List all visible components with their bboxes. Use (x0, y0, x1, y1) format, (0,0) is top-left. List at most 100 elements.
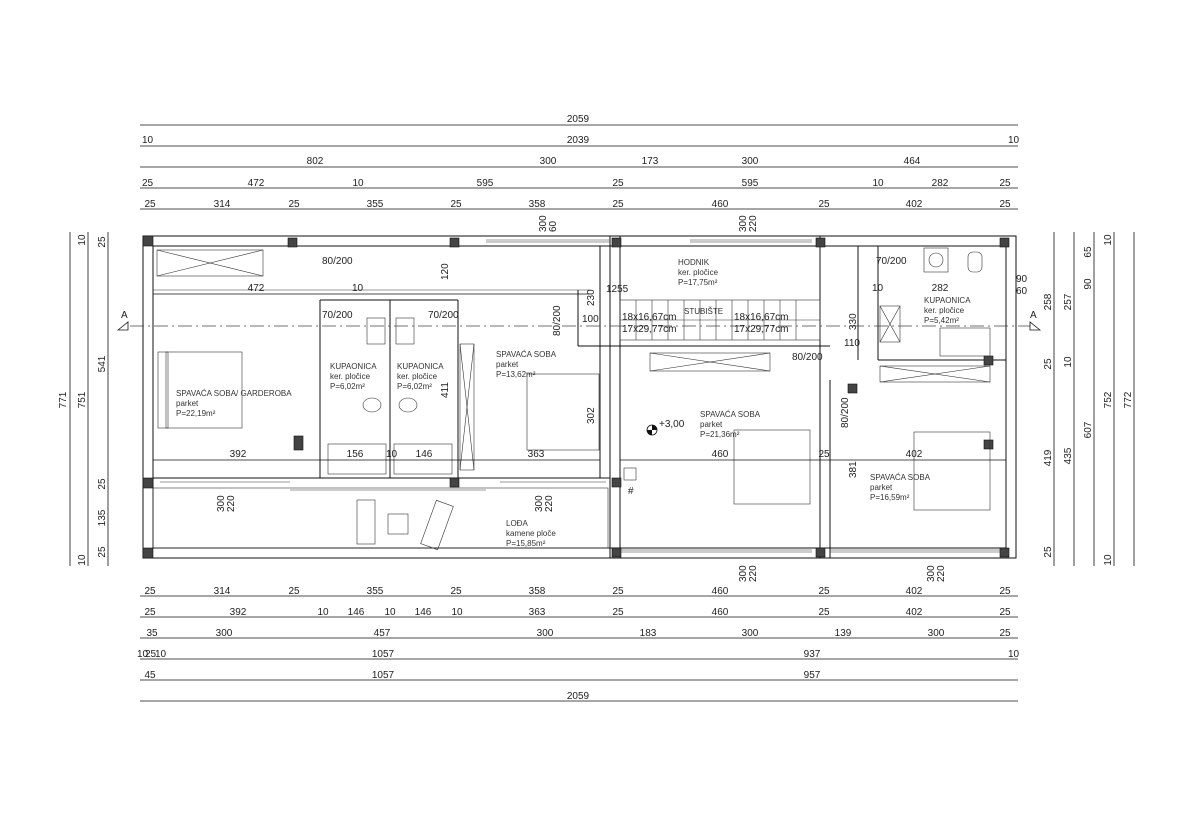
bot-dim-r1-1: 314 (214, 586, 231, 597)
inner-dim-3: 230 (586, 289, 597, 306)
right-dim-6: 257 (1063, 293, 1074, 310)
bot-dim-r1-8: 25 (818, 586, 830, 597)
top-dim-r5-7: 460 (712, 199, 729, 210)
left-dim-0: 771 (58, 391, 69, 408)
walls (142, 235, 1017, 559)
left-dim-6: 135 (97, 509, 108, 526)
door-2: 70/200 (428, 310, 459, 321)
room-0-floor: parket (176, 399, 199, 408)
bot-dim-r4-5: 10 (1008, 649, 1020, 660)
left-dim-2: 10 (77, 234, 88, 246)
right-dim-5: 258 (1043, 293, 1054, 310)
top-dim-r4-0: 25 (142, 178, 154, 189)
room-2-name: KUPAONICA (397, 362, 444, 371)
right-dim-0: 772 (1123, 391, 1134, 408)
top-dim-r5-1: 314 (214, 199, 231, 210)
bot-dim-r3-7: 300 (928, 628, 945, 639)
inner-dim-8: 392 (230, 449, 247, 460)
bot-dim-r5-2: 957 (804, 670, 821, 681)
columns (142, 235, 1010, 559)
top-dim-r5-5: 358 (529, 199, 546, 210)
inner-dim-20: 10 (872, 283, 884, 294)
right-dim-2: 10 (1103, 234, 1114, 246)
bot-dim-r3-1: 300 (216, 628, 233, 639)
stair-left-tread: 17x29,77cm (622, 324, 676, 335)
bot-dim-r3-6: 139 (835, 628, 852, 639)
top-dim-r5-0: 25 (144, 199, 156, 210)
room-2-area: P=6,02m² (397, 382, 432, 391)
left-dim-5: 25 (97, 478, 108, 490)
bot-dim-r3-2: 457 (374, 628, 391, 639)
top-dim-r2-2: 10 (1008, 135, 1020, 146)
top-dim-r3-3: 300 (742, 156, 759, 167)
win-mark-10: 300 (926, 565, 937, 582)
left-dim-3: 25 (97, 236, 108, 248)
bottom-dimensions: 25 314 25 355 25 358 25 460 25 402 25 25… (137, 586, 1020, 702)
bot-dim-r4-0: 10 (137, 649, 149, 660)
right-dim-3: 65 (1083, 246, 1094, 258)
room-0-name: SPAVAĆA SOBA/ GARDEROBA (176, 389, 292, 398)
bot-dim-r2-11: 402 (906, 607, 923, 618)
win-mark-11: 220 (936, 565, 947, 582)
room-4-area: P=17,75m² (678, 278, 718, 287)
top-dim-r5-8: 25 (818, 199, 830, 210)
inner-dim-12: 363 (528, 449, 545, 460)
left-dim-8: 10 (77, 554, 88, 566)
top-dim-r4-4: 25 (612, 178, 624, 189)
win-mark-5: 220 (226, 495, 237, 512)
room-9-name: LOĐA (506, 519, 528, 528)
level-mark-text: +3,00 (659, 419, 685, 430)
right-dim-1: 752 (1103, 391, 1114, 408)
room-1-area: P=6,02m² (330, 382, 365, 391)
inner-dim-7: 302 (586, 407, 597, 424)
stair-right-tread: 17x29,77cm (734, 324, 788, 335)
top-dim-r2-1: 2039 (567, 135, 590, 146)
bot-dim-r2-12: 25 (999, 607, 1011, 618)
room-2-floor: ker. pločice (397, 372, 438, 381)
right-dimensions: 772 752 10 65 90 258 257 25 10 607 419 4… (1043, 232, 1135, 566)
level-marker: +3,00 # (628, 419, 685, 497)
inner-dim-10: 10 (386, 449, 398, 460)
window-marks: 300 60 300 220 300 220 300 220 300 220 3… (216, 215, 1028, 582)
top-dim-r5-4: 25 (450, 199, 462, 210)
bot-dim-r3-4: 183 (640, 628, 657, 639)
bot-dim-r2-4: 10 (384, 607, 396, 618)
top-dim-r4-8: 25 (999, 178, 1011, 189)
bot-dim-r1-0: 25 (144, 586, 156, 597)
win-mark-7: 220 (544, 495, 555, 512)
bot-dim-r4-3: 1057 (372, 649, 395, 660)
door-0: 80/200 (322, 256, 353, 267)
inner-dim-14: 25 (818, 449, 830, 460)
bot-dim-r1-5: 358 (529, 586, 546, 597)
bot-dim-r6-0: 2059 (567, 691, 590, 702)
top-dim-r4-3: 595 (477, 178, 494, 189)
bot-dim-r4-2: 10 (155, 649, 167, 660)
bot-dim-r1-4: 25 (450, 586, 462, 597)
room-6-name: SPAVAĆA SOBA (700, 410, 761, 419)
top-dim-r5-3: 355 (367, 199, 384, 210)
bot-dim-r1-2: 25 (288, 586, 300, 597)
top-dim-r3-1: 300 (540, 156, 557, 167)
bot-dim-r5-1: 1057 (372, 670, 395, 681)
top-dimensions: 2059 10 2039 10 802 300 173 300 464 25 4… (140, 114, 1020, 210)
top-dim-r5-6: 25 (612, 199, 624, 210)
left-dim-4: 541 (97, 355, 108, 372)
win-mark-1: 60 (548, 220, 559, 232)
bot-dim-r3-3: 300 (537, 628, 554, 639)
win-mark-12: 90 (1016, 274, 1028, 285)
room-7-name: KUPAONICA (924, 296, 971, 305)
right-dim-13: 10 (1103, 554, 1114, 566)
section-mark-left: A (121, 310, 128, 321)
top-dim-r2-0: 10 (142, 135, 154, 146)
win-mark-2: 300 (738, 215, 749, 232)
door-1: 70/200 (322, 310, 353, 321)
top-dim-r4-1: 472 (248, 178, 265, 189)
room-6-area: P=21,36m² (700, 430, 740, 439)
room-9-area: P=15,85m² (506, 539, 546, 548)
room-7-floor: ker. pločice (924, 306, 965, 315)
bot-dim-r2-5: 146 (415, 607, 432, 618)
top-dim-r3-4: 464 (904, 156, 921, 167)
win-mark-3: 220 (748, 215, 759, 232)
bot-dim-r5-0: 45 (144, 670, 156, 681)
inner-dim-4: 1255 (606, 284, 629, 295)
